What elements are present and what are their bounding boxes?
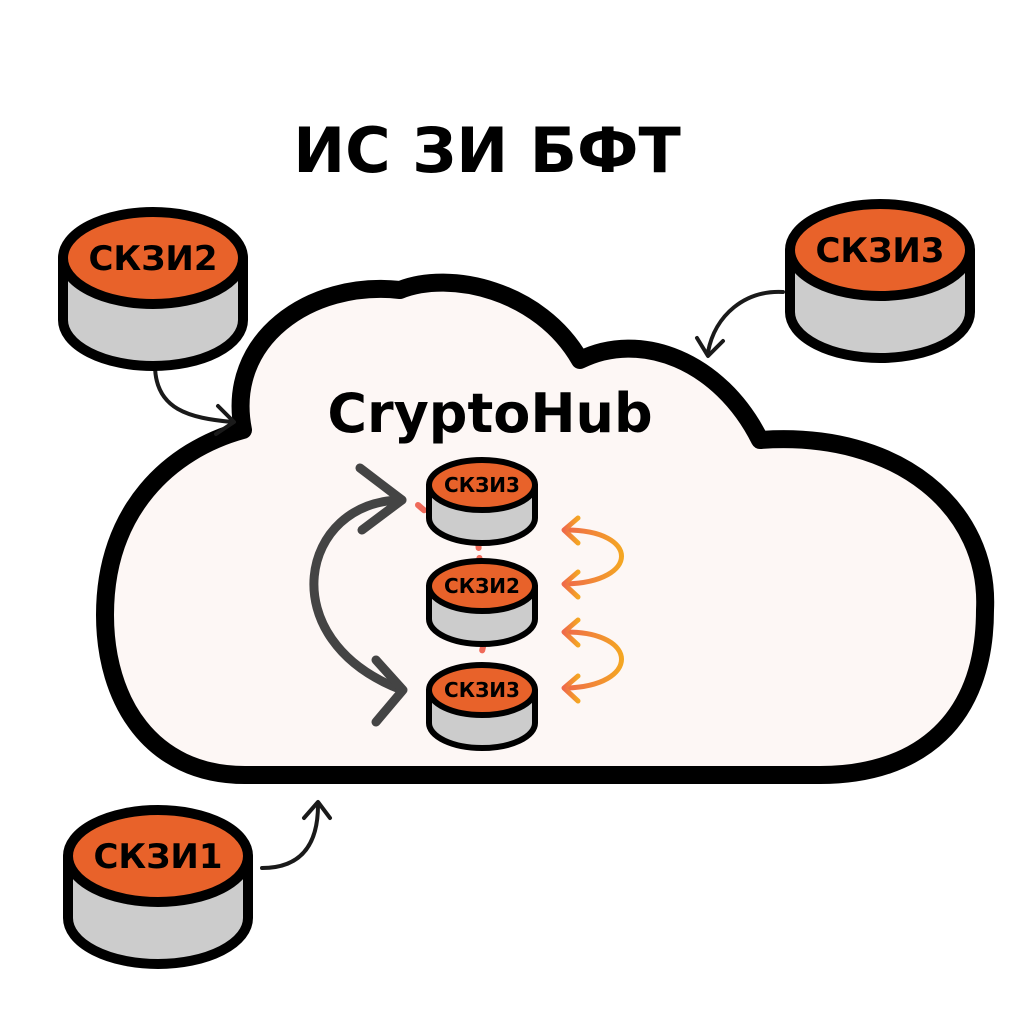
external-connectors [153, 289, 785, 870]
internal-node-inner-top-label: СКЗИ3 [444, 473, 520, 497]
arc-arrowhead-bottom [371, 655, 408, 727]
arc-arrowhead-top [355, 463, 407, 535]
rotation-arc-arrow [309, 463, 408, 727]
external-node-skzi3-top [785, 199, 975, 301]
connector-skzi3 [706, 289, 785, 354]
loop-arrow-lower [563, 629, 624, 691]
diagram-title: ИС ЗИ БФТ [293, 114, 681, 187]
hub-label: CryptoHub [327, 382, 652, 445]
orange-loop-arrows [561, 515, 624, 704]
internal-node-inner-bottom: СКЗИ3 [426, 662, 538, 751]
external-node-skzi2-label: СКЗИ2 [88, 239, 217, 279]
external-node-skzi2-top [58, 207, 248, 309]
connector-skzi1-arrowhead [302, 800, 332, 820]
internal-node-inner-bottom-label: СКЗИ3 [444, 678, 520, 702]
internal-node-inner-bottom-top [426, 662, 538, 718]
connector-skzi3-arrowhead [695, 336, 725, 358]
connector-skzi1 [260, 803, 320, 870]
internal-node-inner-middle: СКЗИ2 [426, 558, 538, 647]
external-node-skzi1-label: СКЗИ1 [93, 837, 222, 877]
internal-node-inner-middle-top [426, 558, 538, 614]
external-node-skzi3-label: СКЗИ3 [815, 231, 944, 271]
loop-arrow-upper [563, 527, 624, 587]
external-node-skzi1-top [63, 805, 253, 907]
connector-skzi2 [153, 363, 234, 424]
connector-skzi2-arrowhead [214, 404, 236, 436]
external-node-skzi1: СКЗИ1 [63, 805, 253, 969]
external-node-skzi2: СКЗИ2 [58, 207, 248, 371]
internal-node-inner-middle-label: СКЗИ2 [444, 574, 520, 598]
internal-node-inner-top-top [426, 457, 538, 513]
internal-node-inner-top: СКЗИ3 [426, 457, 538, 546]
external-node-skzi3: СКЗИ3 [785, 199, 975, 363]
cloud-shape [96, 273, 995, 784]
